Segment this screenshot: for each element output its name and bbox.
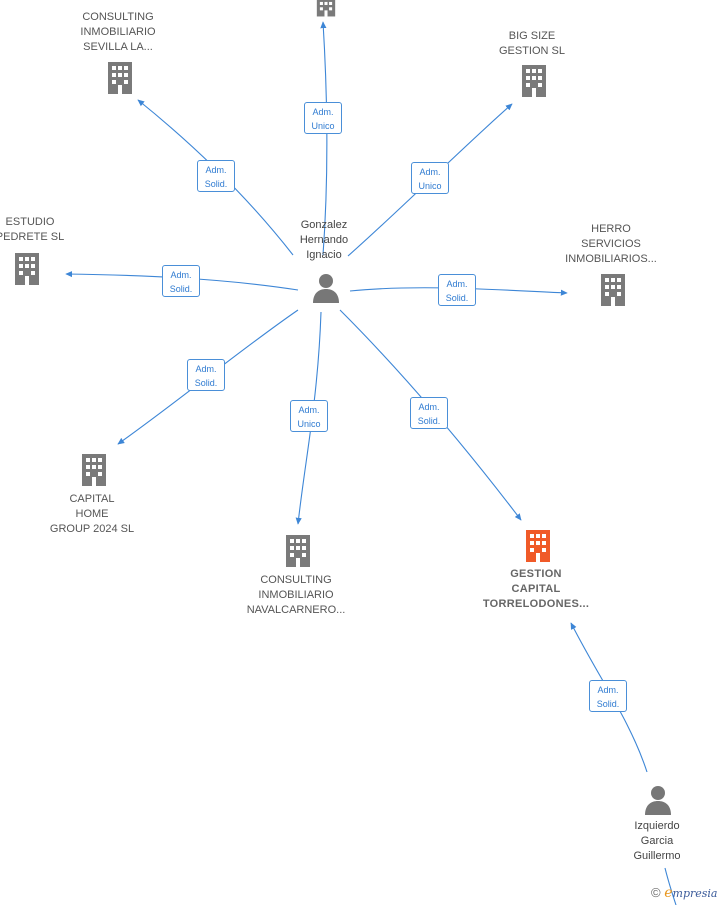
building-icon[interactable] [283,534,313,568]
building-icon[interactable] [598,273,628,307]
edge-footer-stub [664,867,677,905]
person-icon[interactable] [311,272,341,304]
footer-brand: © empresia [651,885,717,901]
role-badge[interactable]: Adm. Solid. [187,359,225,391]
edge-top [320,21,328,256]
building-icon[interactable] [105,61,135,95]
brand-logo: empresia [664,885,718,901]
company-label-gestion-capital[interactable]: GESTION CAPITAL TORRELODONES... [482,568,590,610]
building-icon[interactable] [12,252,42,286]
person-label-gonzalez[interactable]: Gonzalez Hernando Ignacio [299,219,349,261]
role-badge[interactable]: Adm. Solid. [410,397,448,429]
company-label-consulting-naval[interactable]: CONSULTING INMOBILIARIO NAVALCARNERO... [246,574,346,616]
role-badge[interactable]: Adm. Solid. [162,265,200,297]
role-badge[interactable]: Adm. Solid. [197,160,235,192]
person-label-izquierdo[interactable]: Izquierdo Garcia Guillermo [633,820,681,862]
building-icon[interactable] [519,64,549,98]
building-icon[interactable] [311,0,341,18]
building-icon-highlighted[interactable] [523,529,553,563]
company-label-capital-home[interactable]: CAPITAL HOME GROUP 2024 SL [49,493,135,535]
role-badge[interactable]: Adm. Solid. [589,680,627,712]
role-badge[interactable]: Adm. Unico [304,102,342,134]
company-label-big-size[interactable]: BIG SIZE GESTION SL [498,30,566,57]
person-icon[interactable] [643,784,673,816]
role-badge[interactable]: Adm. Unico [290,400,328,432]
company-label-estudio[interactable]: ESTUDIO PEDRETE SL [0,216,65,243]
building-icon[interactable] [79,453,109,487]
company-label-consulting-sevilla[interactable]: CONSULTING INMOBILIARIO SEVILLA LA... [80,11,156,53]
role-badge[interactable]: Adm. Solid. [438,274,476,306]
role-badge[interactable]: Adm. Unico [411,162,449,194]
copyright-symbol: © [651,885,661,900]
company-label-herro[interactable]: HERRO SERVICIOS INMOBILIARIOS... [565,223,657,265]
